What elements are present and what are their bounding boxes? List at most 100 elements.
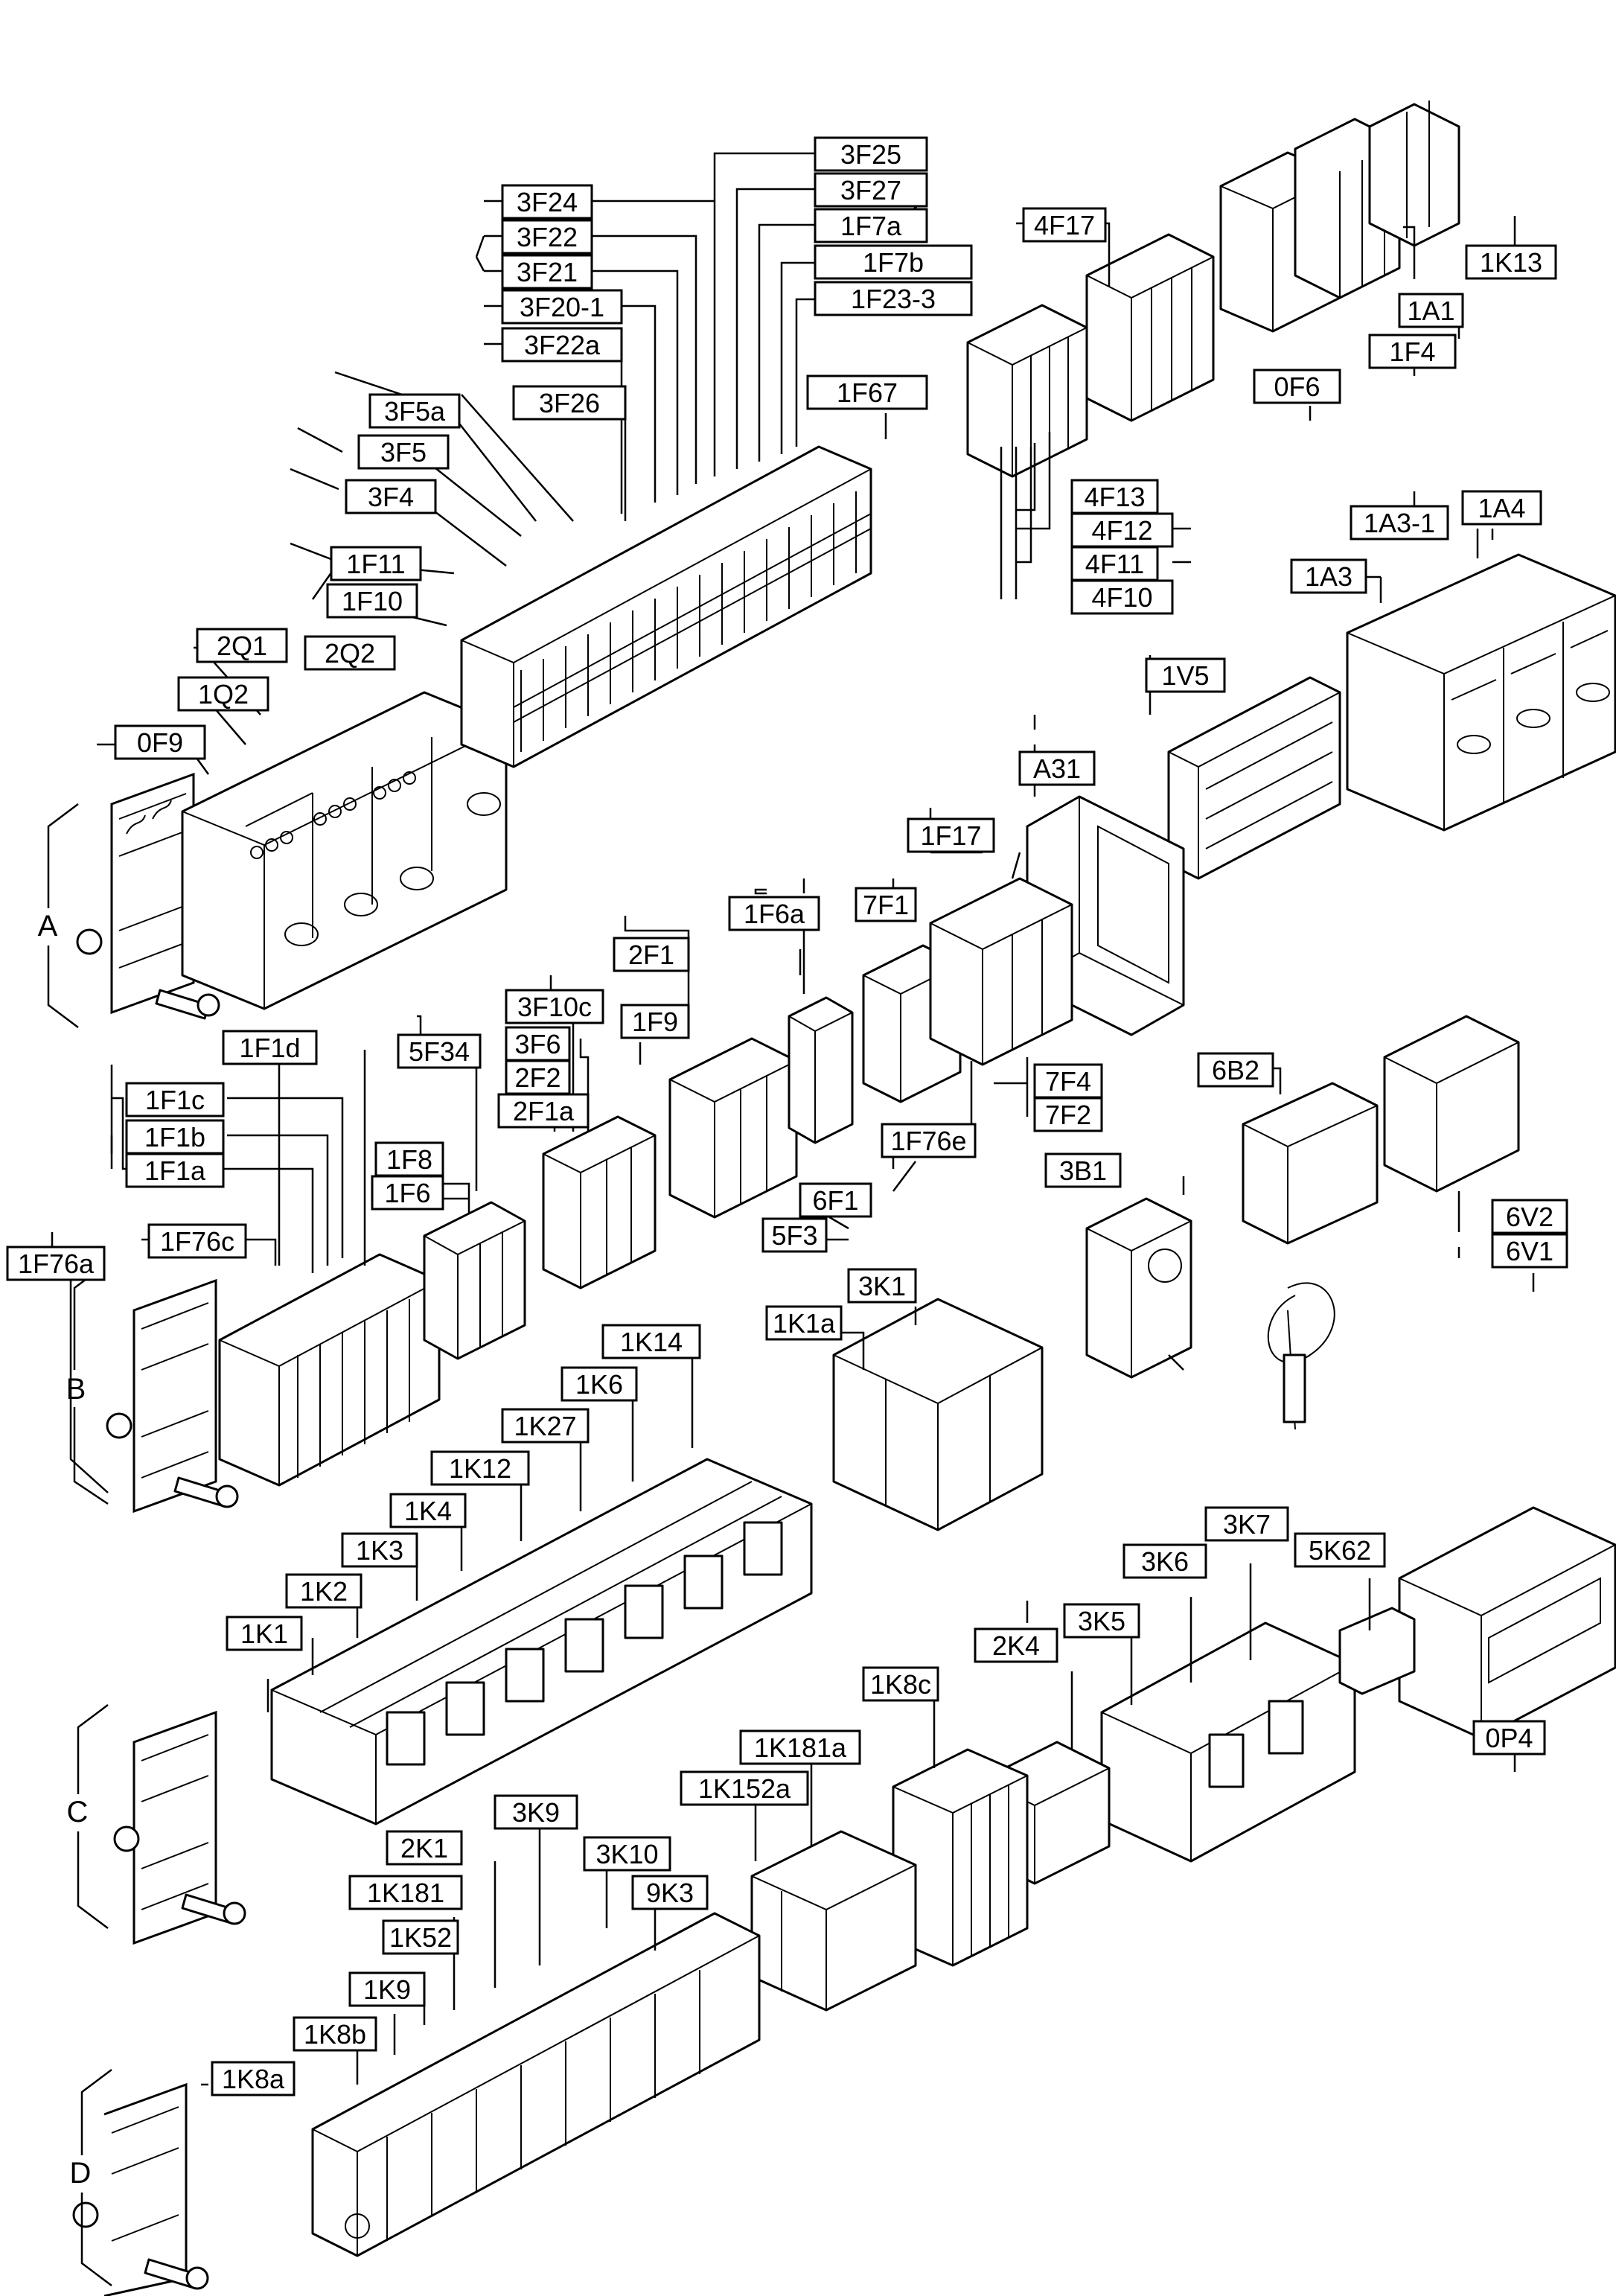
modules-4f [966,233,1215,478]
component-label-1f1b: 1F1b [125,1119,225,1155]
label-text: 3F22a [524,330,601,360]
label-text: 3K1 [858,1271,906,1301]
component-label-3k7: 3K7 [1204,1506,1289,1542]
label-text: 9K3 [646,1878,694,1908]
label-text: 1F6a [744,899,805,929]
component-label-1a3-1: 1A3-1 [1350,505,1449,540]
label-text: 1K181a [754,1732,847,1763]
component-label-3k6: 3K6 [1122,1543,1207,1579]
component-label-1f23-3: 1F23-3 [814,281,973,316]
component-label-3f20-1: 3F20-1 [501,289,623,325]
label-text: 1F4 [1389,337,1435,367]
label-text: 1F1d [239,1033,300,1063]
modules-7f1-1f17 [862,877,1073,1103]
component-label-0p4: 0P4 [1472,1720,1546,1756]
label-text: 2F1a [513,1096,575,1126]
label-box [620,1004,690,1039]
component-label-2k4: 2K4 [974,1627,1058,1663]
label-box [613,937,690,972]
label-text: 1F10 [342,586,403,616]
label-text: 1F1c [145,1085,205,1115]
row-label-c: C [67,1796,89,1828]
component-label-1f1c: 1F1c [125,1082,225,1117]
component-label-1k14: 1K14 [601,1324,701,1359]
label-box [501,1408,590,1444]
component-label-6f1: 6F1 [799,1182,872,1218]
component-label-3f22a: 3F22a [501,327,623,363]
label-box [348,1971,426,2007]
label-box [348,1875,463,1910]
label-text: 4F17 [1034,210,1095,240]
component-label-1v5: 1V5 [1145,657,1226,693]
label-text: 3F10c [517,992,592,1022]
label-text: 6B2 [1212,1055,1259,1085]
component-label-1a3: 1A3 [1290,558,1367,594]
component-label-7f4: 7F4 [1033,1063,1103,1099]
label-text: 1F23-3 [851,284,936,314]
label-box [1465,244,1557,280]
label-box [814,136,928,172]
label-box [1350,505,1449,540]
row-label-a: A [38,910,58,943]
label-box [6,1246,106,1281]
label-text: 6V1 [1506,1236,1553,1266]
breakers-row-a [181,691,508,1010]
label-text: 1F76c [160,1226,234,1257]
component-label-4f11: 4F11 [1070,546,1159,581]
label-text: 3F6 [514,1029,561,1059]
label-text: 1F7a [840,211,902,241]
label-box [814,281,973,316]
component-label-1k181: 1K181 [348,1875,463,1910]
label-text: 6F1 [812,1185,858,1216]
label-box [114,724,206,760]
label-box [196,628,288,663]
label-box [357,434,450,470]
label-box [1044,1152,1122,1188]
label-box [501,254,593,290]
meter-0p4 [1338,1506,1616,1740]
component-label-1k52: 1K52 [382,1919,459,1955]
label-box [330,546,422,581]
label-text: 1A3-1 [1364,508,1435,538]
terminal-block-1v5 [1167,676,1341,880]
label-box [1063,1603,1140,1639]
label-box [222,1030,318,1065]
label-box [862,1666,939,1702]
label-text: 2F1 [628,940,674,970]
component-label-3k5: 3K5 [1063,1603,1140,1639]
component-label-1f67: 1F67 [806,374,928,410]
label-text: 1K9 [363,1974,411,2005]
label-text: 1K1a [773,1308,836,1339]
component-label-1k8a: 1K8a [211,2061,296,2096]
row-letters: A B C D [38,803,112,2286]
component-label-1k13: 1K13 [1465,244,1557,280]
label-box [304,635,396,671]
component-label-5f3: 5F3 [761,1217,828,1253]
label-text: 1K12 [449,1453,511,1484]
label-text: 6V2 [1506,1202,1553,1232]
label-text: 1F1a [144,1155,206,1186]
din-rail-d [72,2082,209,2296]
din-rail-c [113,1710,246,1945]
contactors-3k [1100,1621,1356,1863]
row-label-b: B [66,1373,86,1406]
thermostat-3b1 [1085,1197,1192,1379]
label-text: A31 [1033,753,1081,784]
component-label-1k9: 1K9 [348,1971,426,2007]
label-text: 1F6 [384,1178,430,1208]
label-box [1033,1097,1103,1132]
label-box [177,676,269,712]
component-label-1k1: 1K1 [226,1616,303,1651]
component-label-1f76e: 1F76e [881,1123,977,1158]
component-label-3f6: 3F6 [505,1026,571,1062]
label-text: 7F1 [863,890,909,920]
fuse-strip-row-a [460,445,872,768]
label-text: 1K4 [404,1496,452,1526]
component-label-2f1a: 2F1a [497,1093,590,1129]
component-label-1f10: 1F10 [326,583,418,619]
component-label-6v2: 6V2 [1491,1199,1568,1234]
component-label-4f13: 4F13 [1070,479,1159,514]
component-label-3f5a: 3F5a [368,393,461,429]
label-box [814,244,973,280]
label-text: 1K14 [620,1327,683,1357]
